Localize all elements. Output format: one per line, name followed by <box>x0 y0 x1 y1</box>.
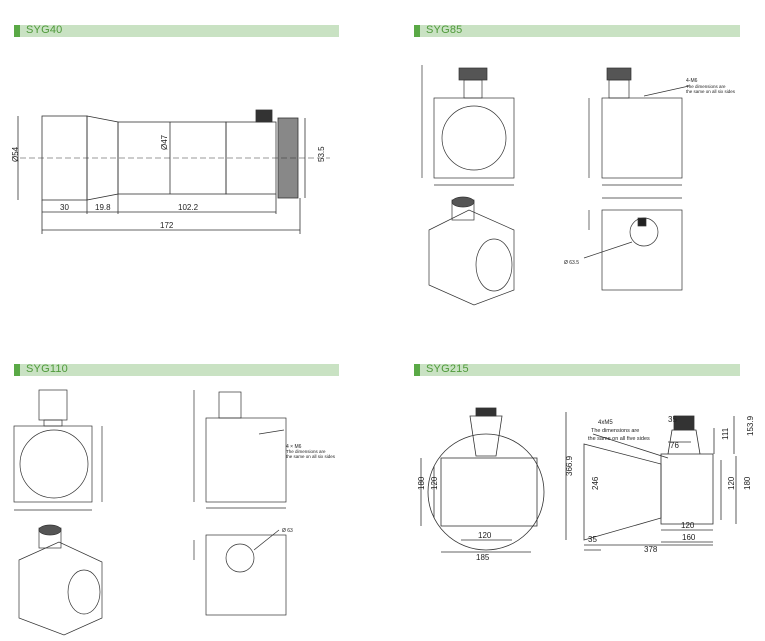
panel-title: SYG110 <box>26 363 68 375</box>
syg215-dim-v111: 111 <box>721 427 730 440</box>
syg215-side-box <box>660 453 714 525</box>
syg85-note: 4-M6 <box>686 78 698 84</box>
syg215-dim-v180a: 180 <box>743 476 752 490</box>
syg85-front-aperture <box>441 105 507 171</box>
syg110-iso-box <box>18 541 103 636</box>
syg215-note1: 4xM5 <box>598 420 613 426</box>
syg215-dim-v153: 153.9 <box>746 415 755 436</box>
syg40-dim-l172: 172 <box>160 221 174 230</box>
syg215-dim-d76: 76 <box>670 441 679 450</box>
syg215-dim-v120a: 120 <box>727 476 736 490</box>
syg110-drawing: 4 × M6 The dimensions are the same on al… <box>13 389 336 636</box>
syg215-dim-h120a: 120 <box>681 521 695 530</box>
syg215-note2: The dimensions are <box>591 428 639 434</box>
panel-header-syg215: SYG215 <box>414 363 740 376</box>
syg40-knob <box>255 109 273 123</box>
syg110-side-box <box>205 417 287 503</box>
syg85-note3: the same on all six sides <box>686 89 736 94</box>
syg215-dim-h35b: 35 <box>588 535 597 544</box>
syg215-dim-b120: 120 <box>478 531 492 540</box>
syg215-dim-l180: 180 <box>417 476 426 490</box>
syg110-note3: the same on all six sides <box>286 454 336 459</box>
panel-header-syg110: SYG110 <box>14 363 339 376</box>
syg85-top-box <box>601 209 683 291</box>
syg110-front-box <box>13 425 93 503</box>
syg110-front-aperture <box>19 429 89 499</box>
syg215-side-cone <box>583 443 662 541</box>
syg40-drawing: Ø54 Ø47 53.5 30 19.8 102.2 172 <box>11 109 330 234</box>
syg110-top-box <box>205 534 287 616</box>
panel-header-syg40: SYG40 <box>14 24 339 37</box>
syg215-dim-l120: 120 <box>430 476 439 490</box>
syg85-note2: The dimensions are <box>686 84 726 89</box>
syg85-iso-box <box>428 209 515 306</box>
syg85-side-box <box>601 97 683 179</box>
syg40-dim-h53: 53.5 <box>317 146 326 162</box>
syg85-drawing: 4-M6 The dimensions are the same on all … <box>421 65 736 306</box>
syg110-dim-d: Ø 63 <box>282 528 293 534</box>
syg40-dim-l102: 102.2 <box>178 203 199 212</box>
syg215-front-circle <box>427 433 545 551</box>
syg85-front-box <box>433 97 515 179</box>
syg215-dim-b185: 185 <box>476 553 490 562</box>
panel-header-syg85: SYG85 <box>414 24 740 37</box>
syg215-dim-d246: 246 <box>591 476 600 490</box>
syg85-dim-d: Ø 63.5 <box>564 260 579 266</box>
panel-title: SYG85 <box>426 24 463 36</box>
syg215-drawing: 4xM5 The dimensions are the same on all … <box>417 407 755 562</box>
syg40-dim-d54: Ø54 <box>11 146 20 162</box>
syg40-dim-l30: 30 <box>60 203 69 212</box>
syg110-note2: The dimensions are <box>286 449 326 454</box>
syg40-dim-d47: Ø47 <box>160 134 169 150</box>
syg110-note: 4 × M6 <box>286 444 302 450</box>
syg40-dim-l19: 19.8 <box>95 203 111 212</box>
syg215-dim-v366: 366.9 <box>565 455 574 476</box>
panel-title: SYG215 <box>426 363 469 375</box>
syg215-note3: the same on all five sides <box>588 436 650 442</box>
syg215-dim-h378: 378 <box>644 545 658 554</box>
panel-title: SYG40 <box>26 24 63 36</box>
syg215-dim-h35a: 35 <box>668 415 677 424</box>
syg215-dim-h160: 160 <box>682 533 696 542</box>
